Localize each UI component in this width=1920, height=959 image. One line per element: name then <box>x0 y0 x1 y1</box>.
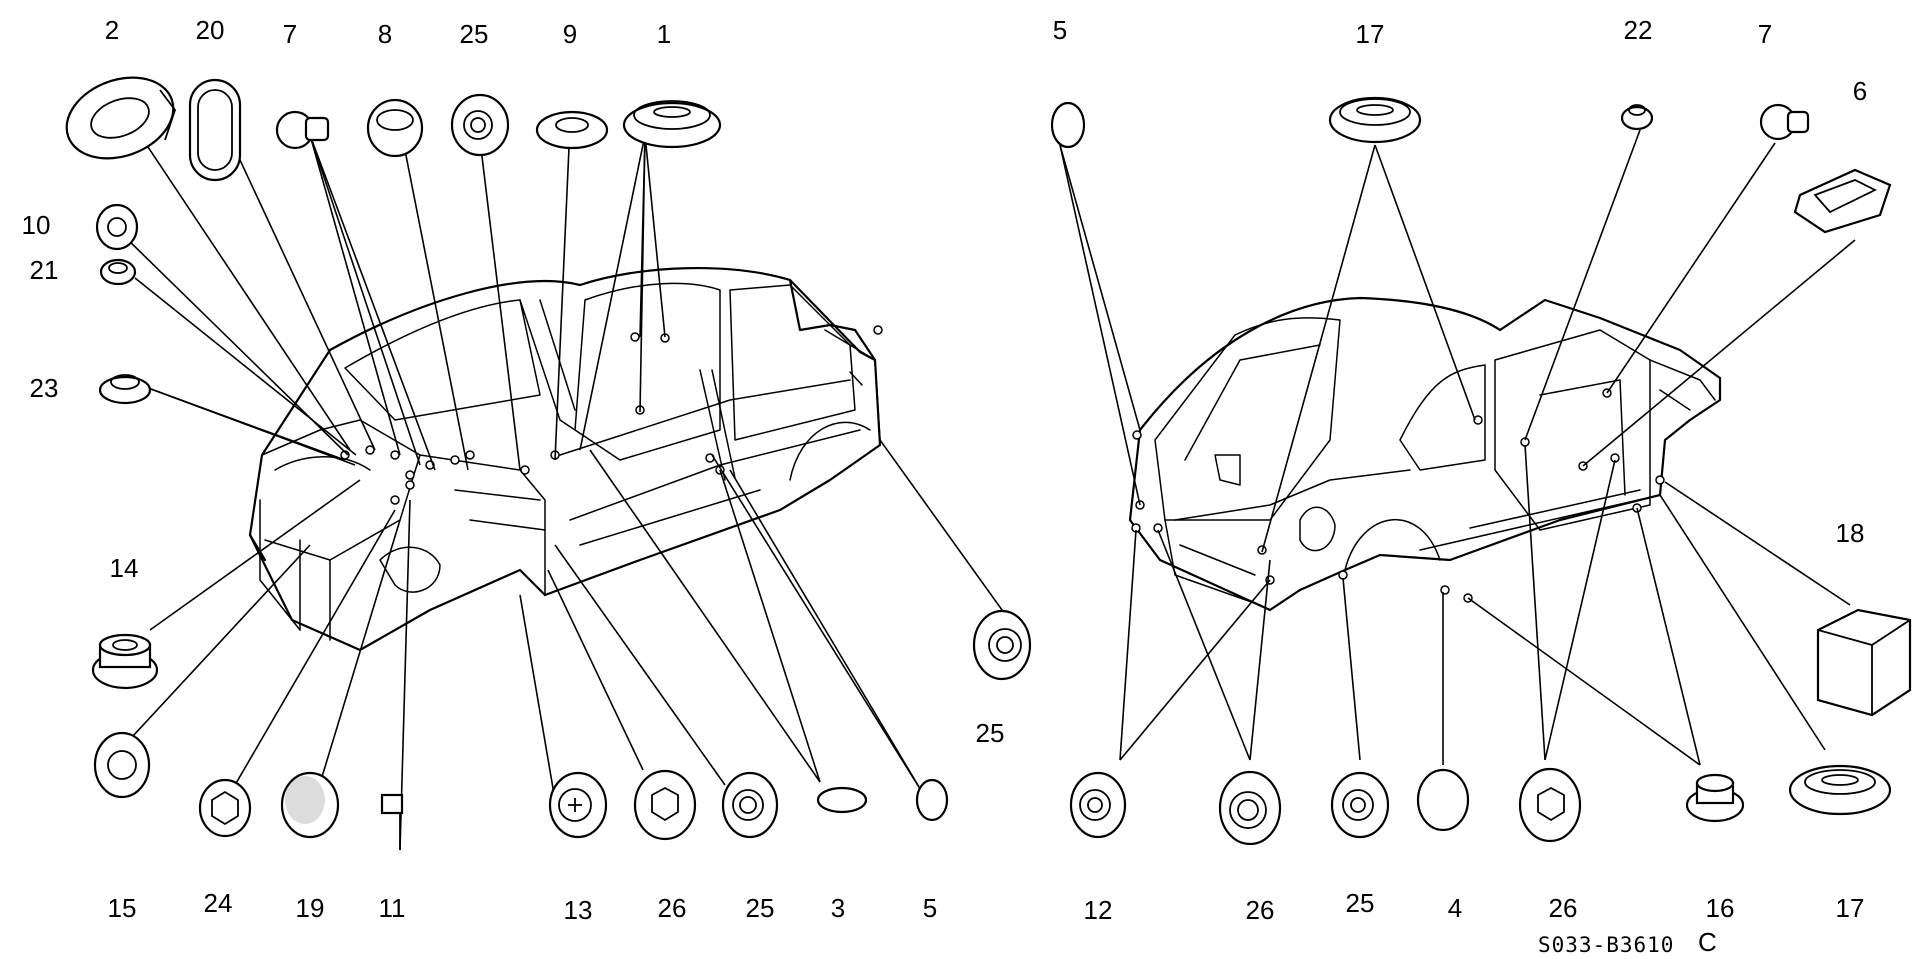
diagram-code: S033-B3610 <box>1538 933 1674 957</box>
grommet-small-icon <box>98 374 152 405</box>
seal-ring-icon <box>915 778 949 822</box>
callout-16: 16 <box>1706 893 1735 923</box>
callout-4: 4 <box>1448 893 1462 923</box>
callout-19: 19 <box>296 893 325 923</box>
callout-5: 5 <box>923 893 937 923</box>
screw-icon <box>380 793 404 850</box>
plug-stepped-rear-icon <box>1685 773 1745 823</box>
callout-25: 25 <box>976 718 1005 748</box>
parts <box>65 76 1912 850</box>
callout-12: 12 <box>1084 895 1113 925</box>
callout-7: 7 <box>1758 19 1772 49</box>
callout-3: 3 <box>831 893 845 923</box>
cap-small-icon <box>1620 104 1654 131</box>
callout-20: 20 <box>196 15 225 45</box>
callout-18: 18 <box>1836 518 1865 548</box>
callout-10: 10 <box>22 210 51 240</box>
grommet-hex-icon <box>633 769 697 841</box>
plug-oval-icon <box>188 78 242 182</box>
foam-block-icon <box>1816 608 1912 717</box>
o-ring-icon <box>1050 101 1086 149</box>
callout-25: 25 <box>460 19 489 49</box>
grommet-flat-icon <box>535 110 609 150</box>
callout-7: 7 <box>283 19 297 49</box>
bolt-plug-rear-icon <box>1759 103 1810 141</box>
car-body-rear-view <box>1128 296 1722 612</box>
diagram-code-suffix: C <box>1698 927 1717 957</box>
grommet-side-icon <box>972 609 1032 681</box>
callout-14: 14 <box>110 553 139 583</box>
callout-21: 21 <box>30 255 59 285</box>
callout-26: 26 <box>1246 895 1275 925</box>
callout-22: 22 <box>1624 15 1653 45</box>
grommet-rear-1-icon <box>1069 771 1127 839</box>
plug-round-icon <box>366 98 424 158</box>
callout-6: 6 <box>1853 76 1867 106</box>
grommet-large-rear-icon <box>1328 96 1422 144</box>
seal-oval-icon <box>816 786 868 814</box>
plug-small-icon <box>95 203 139 251</box>
callout-17: 17 <box>1836 893 1865 923</box>
cap-icon <box>99 258 137 286</box>
grommet-rear-3-icon <box>1330 771 1390 839</box>
plug-stepped-icon <box>91 633 159 690</box>
callout-25: 25 <box>1346 888 1375 918</box>
grommet-large-icon <box>622 100 722 149</box>
callout-17: 17 <box>1356 19 1385 49</box>
callout-8: 8 <box>378 19 392 49</box>
grommet-oval-icon <box>65 76 177 160</box>
grommet-large-bottom-icon <box>1788 764 1892 816</box>
grommet-rear-hex-icon <box>1518 767 1582 843</box>
callout-1: 1 <box>657 19 671 49</box>
callout-26: 26 <box>1549 893 1578 923</box>
callout-24: 24 <box>204 888 233 918</box>
callout-25: 25 <box>746 893 775 923</box>
callout-23: 23 <box>30 373 59 403</box>
callout-9: 9 <box>563 19 577 49</box>
grommet-ring-icon <box>721 771 779 839</box>
grommet-rear-2-icon <box>1218 770 1282 846</box>
bolt-plug-icon <box>275 110 330 150</box>
cap-dome-rear-icon <box>1416 768 1470 832</box>
grommet-cross-icon <box>548 771 608 839</box>
callout-13: 13 <box>564 895 593 925</box>
callout-labels: 2 20 7 8 25 9 1 10 21 23 14 15 24 19 11 … <box>22 15 1868 925</box>
callout-26: 26 <box>658 893 687 923</box>
callout-15: 15 <box>108 893 137 923</box>
car-body-front-view <box>248 267 883 652</box>
callout-5: 5 <box>1053 15 1067 45</box>
plug-flat-icon <box>198 778 252 838</box>
leader-lines <box>119 119 1856 851</box>
seal-pad-icon <box>1793 168 1892 234</box>
callout-2: 2 <box>105 15 119 45</box>
grommet-bottom-icon <box>93 731 151 799</box>
cap-dome-icon <box>280 771 340 839</box>
callout-11: 11 <box>379 893 406 923</box>
grommet-icon <box>450 93 510 157</box>
